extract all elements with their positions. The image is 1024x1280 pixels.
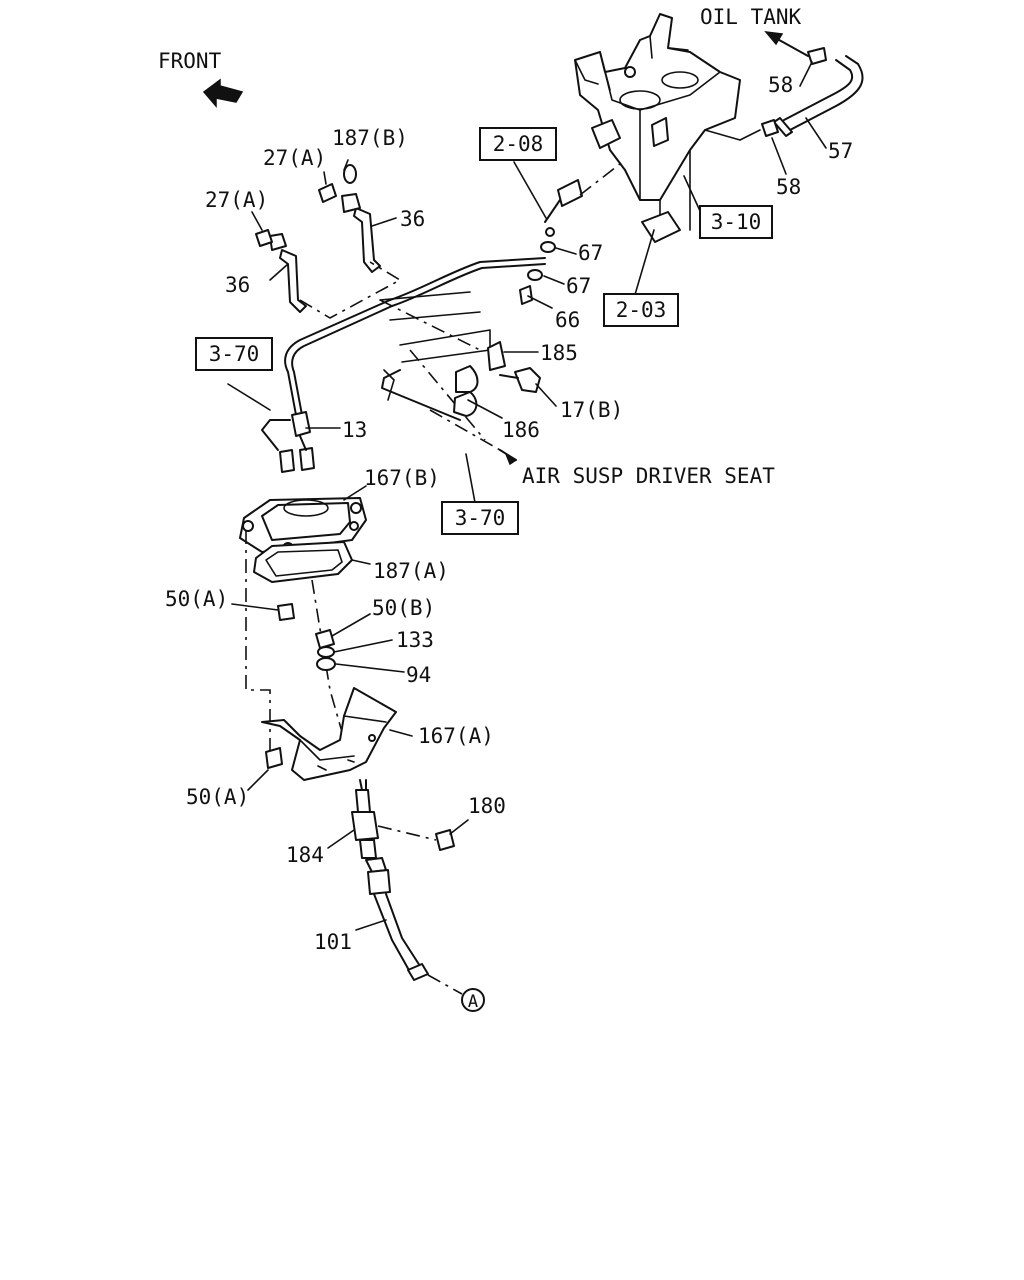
oil-tank-arrow bbox=[764, 31, 809, 57]
label-17b: 17(B) bbox=[560, 398, 623, 422]
ref-box-2-08: 2-08 bbox=[479, 127, 557, 161]
label-167a: 167(A) bbox=[418, 724, 494, 748]
front-arrow-icon bbox=[202, 78, 244, 109]
label-67-top: 67 bbox=[578, 241, 603, 265]
label-13: 13 bbox=[342, 418, 367, 442]
label-58-top: 58 bbox=[768, 73, 793, 97]
label-187b: 187(B) bbox=[332, 126, 408, 150]
connector-a-label: A bbox=[468, 992, 478, 1012]
valve-184 bbox=[351, 779, 379, 859]
label-50b: 50(B) bbox=[372, 596, 435, 620]
label-184: 184 bbox=[286, 843, 324, 867]
hose-101 bbox=[365, 857, 429, 981]
ref-box-3-70-top: 3-70 bbox=[195, 337, 273, 371]
leader-lines bbox=[227, 61, 827, 931]
connector-a: A bbox=[461, 988, 485, 1012]
bracket-36-left bbox=[269, 233, 307, 313]
label-185: 185 bbox=[540, 341, 578, 365]
nut-27a-left bbox=[255, 229, 273, 247]
label-180: 180 bbox=[468, 794, 506, 818]
washer-94 bbox=[316, 657, 336, 671]
ref-box-2-03: 2-03 bbox=[603, 293, 679, 327]
label-58-bottom: 58 bbox=[776, 175, 801, 199]
clamp-assembly bbox=[453, 341, 541, 417]
nut-50a-bottom bbox=[265, 747, 283, 769]
ref-box-3-70-top-label: 3-70 bbox=[209, 342, 260, 366]
label-94: 94 bbox=[406, 663, 431, 687]
air-susp-line bbox=[381, 369, 461, 421]
label-66: 66 bbox=[555, 308, 580, 332]
ref-box-2-08-label: 2-08 bbox=[493, 132, 544, 156]
ref-box-3-10-label: 3-10 bbox=[711, 210, 762, 234]
label-27a-left: 27(A) bbox=[205, 188, 268, 212]
nut-27a-top bbox=[318, 183, 337, 203]
pedal-bracket-assembly bbox=[574, 13, 741, 243]
nut-50b bbox=[315, 629, 335, 649]
oil-tank-hose bbox=[704, 47, 864, 141]
bracket-167a bbox=[261, 687, 397, 781]
label-oil-tank: OIL TANK bbox=[700, 5, 802, 29]
label-167b: 167(B) bbox=[364, 466, 440, 490]
nut-50a-top bbox=[277, 603, 295, 621]
label-133: 133 bbox=[396, 628, 434, 652]
label-67-bottom: 67 bbox=[566, 274, 591, 298]
cover-plate-167b bbox=[239, 497, 367, 554]
label-27a-top: 27(A) bbox=[263, 146, 326, 170]
frame-rails bbox=[379, 291, 491, 441]
bracket-36-right bbox=[341, 193, 381, 273]
washer-133 bbox=[317, 646, 335, 658]
label-186: 186 bbox=[502, 418, 540, 442]
ref-box-3-10: 3-10 bbox=[699, 205, 773, 239]
label-57: 57 bbox=[828, 139, 853, 163]
label-187a: 187(A) bbox=[373, 559, 449, 583]
gasket-187a bbox=[253, 541, 353, 583]
label-101: 101 bbox=[314, 930, 352, 954]
label-front: FRONT bbox=[158, 49, 222, 73]
label-air-susp: AIR SUSP DRIVER SEAT bbox=[522, 464, 775, 488]
ref-box-3-70-bottom: 3-70 bbox=[441, 501, 519, 535]
clevis-assembly bbox=[519, 159, 626, 305]
label-50a-bottom: 50(A) bbox=[186, 785, 249, 809]
ref-box-3-70-bottom-label: 3-70 bbox=[455, 506, 506, 530]
ref-box-2-03-label: 2-03 bbox=[616, 298, 667, 322]
fitting-180 bbox=[435, 829, 455, 851]
label-36-left: 36 bbox=[225, 273, 250, 297]
label-50a-top: 50(A) bbox=[165, 587, 228, 611]
label-36-right: 36 bbox=[400, 207, 425, 231]
ring-187b bbox=[343, 164, 357, 184]
